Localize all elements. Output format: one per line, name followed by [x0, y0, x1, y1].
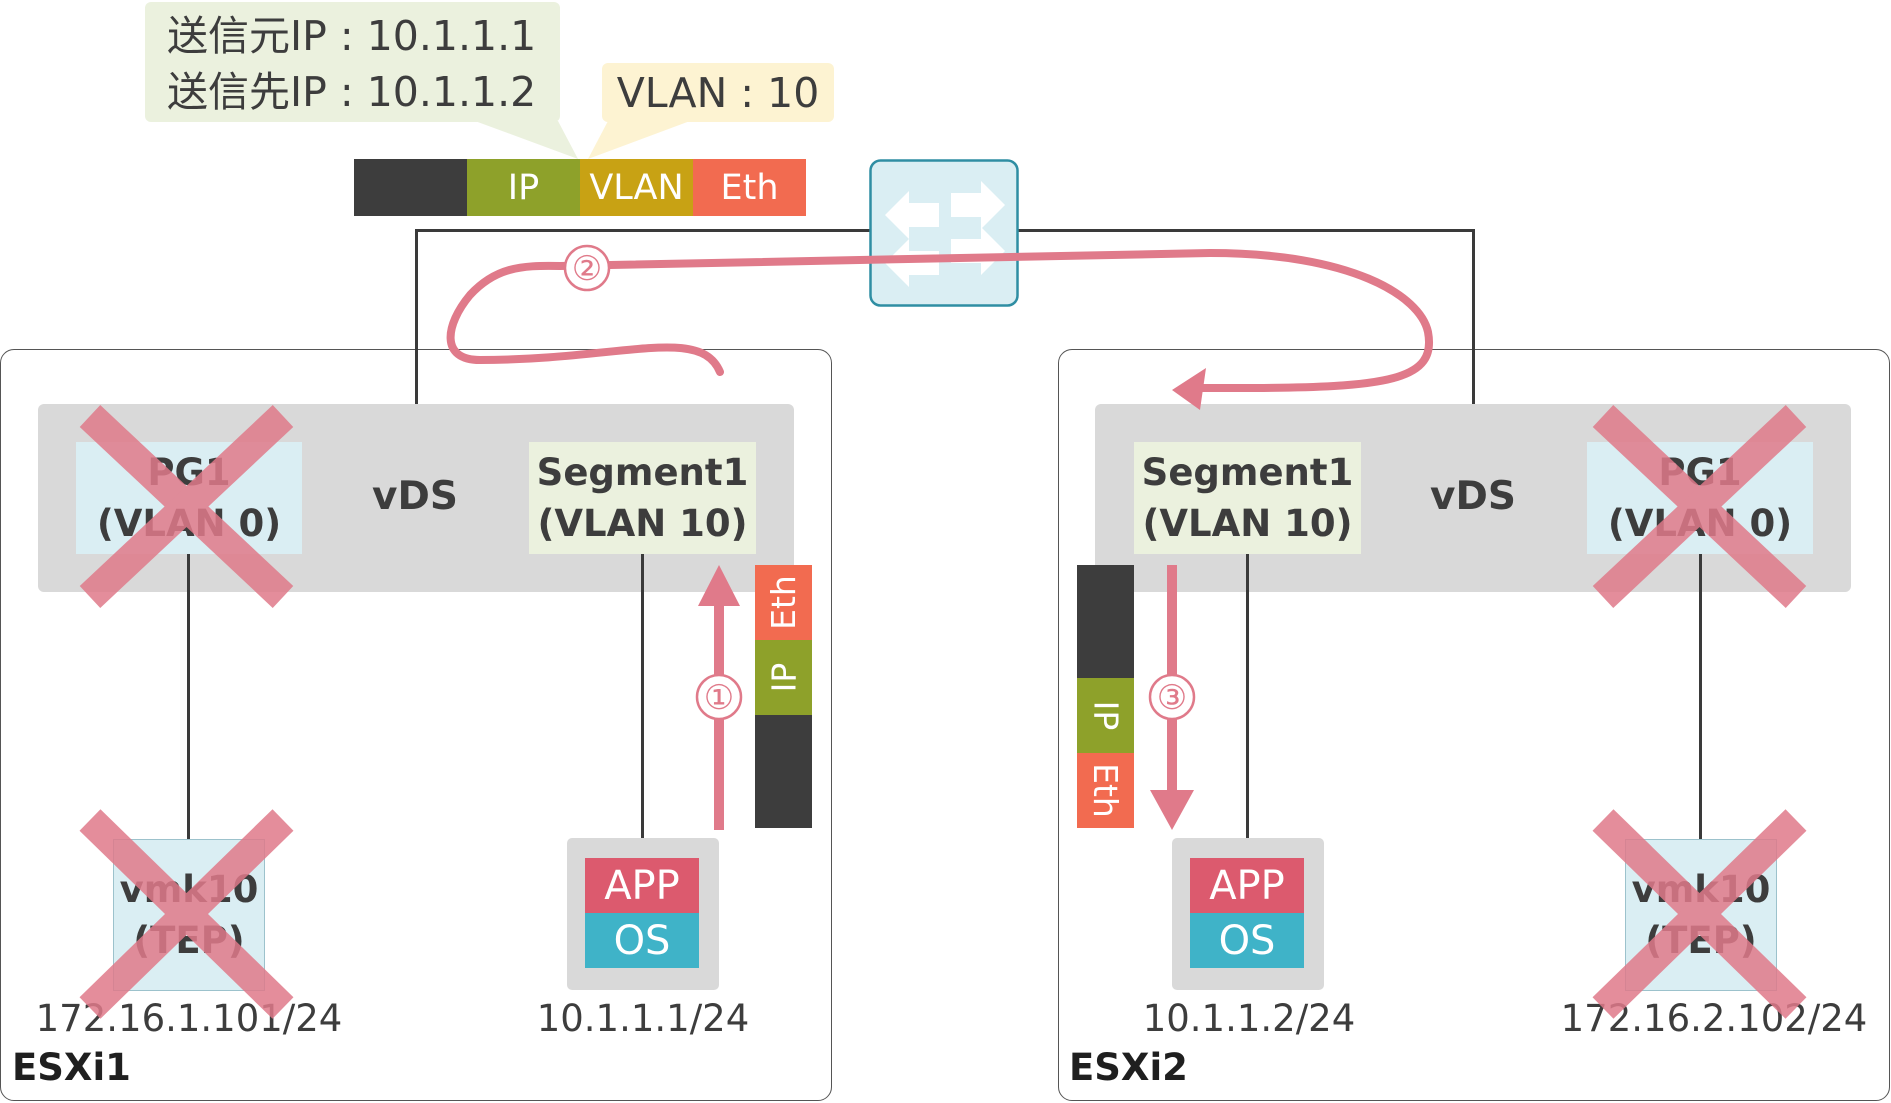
vlan-tag-callout: VLAN : 10 — [602, 63, 834, 122]
frame-esxi1-payload — [755, 715, 812, 828]
frame-esxi1-eth: Eth — [755, 565, 812, 640]
esxi2-segment1-name: Segment1 — [1141, 451, 1354, 494]
svg-text:①: ① — [704, 678, 734, 718]
esxi2-vm-app: APP — [1190, 858, 1304, 913]
uplink-line-esxi1-vertical — [415, 231, 418, 404]
esxi1-vds-label: vDS — [372, 474, 458, 519]
esxi2-vmk-link — [1699, 553, 1702, 840]
source-ip-text: 送信元IP : 10.1.1.1 — [167, 12, 537, 60]
step-1-marker: ① — [695, 673, 743, 721]
esxi2-vm-os: OS — [1190, 913, 1304, 968]
esxi1-segment1-name: Segment1 — [536, 451, 749, 494]
switch-icon — [869, 159, 1019, 307]
ip-header-callout: 送信元IP : 10.1.1.1 送信先IP : 10.1.1.2 — [145, 2, 560, 122]
esxi2-vm-link — [1246, 553, 1249, 840]
esxi1-vm-link — [641, 553, 644, 840]
esxi2-label: ESXi2 — [1069, 1046, 1188, 1089]
esxi1-segment1: Segment1 (VLAN 10) — [529, 442, 756, 554]
physical-switch — [869, 159, 1019, 307]
esxi1-vmk-link — [187, 553, 190, 840]
esxi2-segment1-vlan: (VLAN 10) — [1142, 502, 1353, 545]
frame-top-payload — [354, 159, 467, 216]
frame-esxi2-ip: IP — [1077, 678, 1134, 753]
frame-top-ip: IP — [467, 159, 580, 216]
step-3-marker: ③ — [1148, 673, 1196, 721]
frame-top-eth: Eth — [693, 159, 806, 216]
frame-esxi1: Eth IP — [755, 565, 812, 828]
esxi1-label: ESXi1 — [12, 1046, 131, 1089]
uplink-line-esxi2-vertical — [1472, 231, 1475, 404]
esxi2-vds-label: vDS — [1430, 474, 1516, 519]
esxi1-vm-ip: 10.1.1.1/24 — [536, 997, 750, 1040]
frame-top: IP VLAN Eth — [354, 159, 806, 216]
svg-text:③: ③ — [1157, 678, 1187, 718]
destination-ip-text: 送信先IP : 10.1.1.2 — [167, 68, 537, 116]
frame-esxi2: IP Eth — [1077, 565, 1134, 828]
esxi2-segment1: Segment1 (VLAN 10) — [1134, 442, 1361, 554]
step-2-marker: ② — [563, 244, 611, 292]
esxi1-vm-app: APP — [585, 858, 699, 913]
esxi1-segment1-vlan: (VLAN 10) — [537, 502, 748, 545]
frame-esxi1-ip: IP — [755, 640, 812, 715]
frame-top-vlan: VLAN — [580, 159, 693, 216]
esxi1-vm-os: OS — [585, 913, 699, 968]
frame-esxi2-eth: Eth — [1077, 753, 1134, 828]
svg-text:②: ② — [572, 249, 602, 289]
frame-esxi2-payload — [1077, 565, 1134, 678]
esxi2-vm-ip: 10.1.1.2/24 — [1142, 997, 1356, 1040]
